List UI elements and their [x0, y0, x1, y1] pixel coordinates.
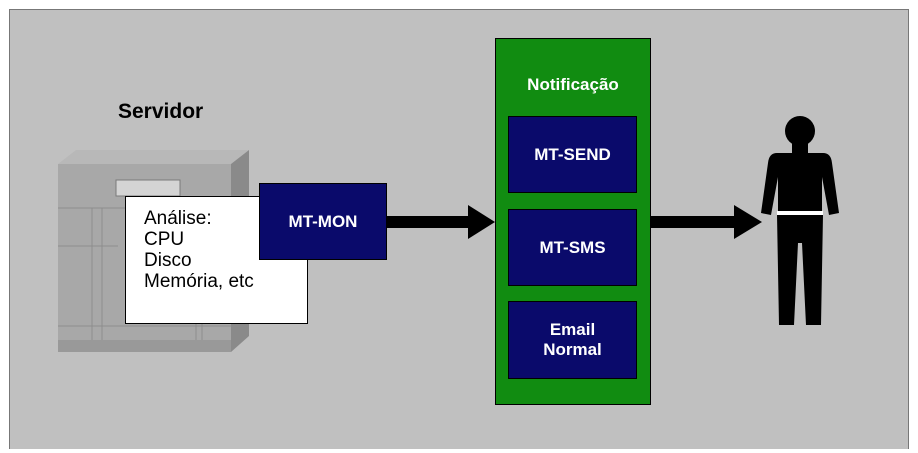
- arrow-notification-to-user: [651, 205, 762, 239]
- notification-title: Notificação: [527, 75, 619, 94]
- email-normal-box: Email Normal: [508, 301, 637, 379]
- person-icon: [761, 116, 839, 325]
- email-normal-label: Email Normal: [543, 320, 602, 359]
- server-title: Servidor: [118, 100, 204, 123]
- mt-sms-box: MT-SMS: [508, 209, 637, 286]
- analysis-line: Disco: [144, 250, 192, 271]
- analysis-line: CPU: [144, 229, 185, 250]
- mt-mon-box: MT-MON: [259, 183, 387, 260]
- analysis-box: Análise: CPU Disco Memória, etc: [125, 196, 308, 324]
- analysis-line: Memória, etc: [144, 271, 254, 292]
- mt-send-box: MT-SEND: [508, 116, 637, 193]
- analysis-line: Análise:: [144, 208, 212, 229]
- arrow-mon-to-notification: [387, 205, 495, 239]
